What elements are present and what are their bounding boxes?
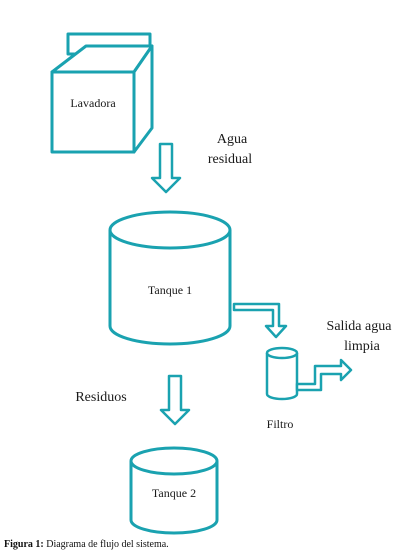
tank1-top bbox=[108, 210, 232, 250]
filter-node: Filtro bbox=[265, 346, 299, 431]
clean-output-label-line2: limpia bbox=[344, 339, 381, 354]
clean-output-label-line1: Salida agua bbox=[327, 319, 393, 334]
washer-label: Lavadora bbox=[70, 96, 116, 110]
tank1-body bbox=[108, 230, 232, 346]
washer-front-face bbox=[50, 70, 136, 154]
tank1-node: Tanque 1 bbox=[108, 210, 232, 346]
tank2-label: Tanque 2 bbox=[152, 486, 196, 500]
wastewater-arrow bbox=[150, 142, 182, 194]
washer-node: Lavadora bbox=[50, 32, 154, 154]
wastewater-label-line1: Agua bbox=[217, 132, 248, 147]
tank2-node: Tanque 2 bbox=[129, 446, 219, 535]
residues-label: Residuos bbox=[75, 390, 126, 405]
tank2-top bbox=[129, 446, 219, 476]
filter-top bbox=[265, 346, 299, 360]
filter-output-pipe bbox=[295, 358, 353, 392]
tank1-to-filter-pipe bbox=[232, 302, 288, 339]
residues-arrow bbox=[159, 374, 191, 426]
caption-label: Figura 1: bbox=[4, 539, 44, 550]
filter-label: Filtro bbox=[267, 417, 294, 431]
caption-text: Diagrama de flujo del sistema. bbox=[46, 539, 169, 550]
wastewater-label-line2: residual bbox=[208, 152, 252, 167]
tank1-label: Tanque 1 bbox=[148, 283, 192, 297]
tank2-body bbox=[129, 461, 219, 535]
filter-body bbox=[265, 353, 299, 401]
figure-caption: Figura 1: Diagrama de flujo del sistema. bbox=[4, 539, 169, 550]
